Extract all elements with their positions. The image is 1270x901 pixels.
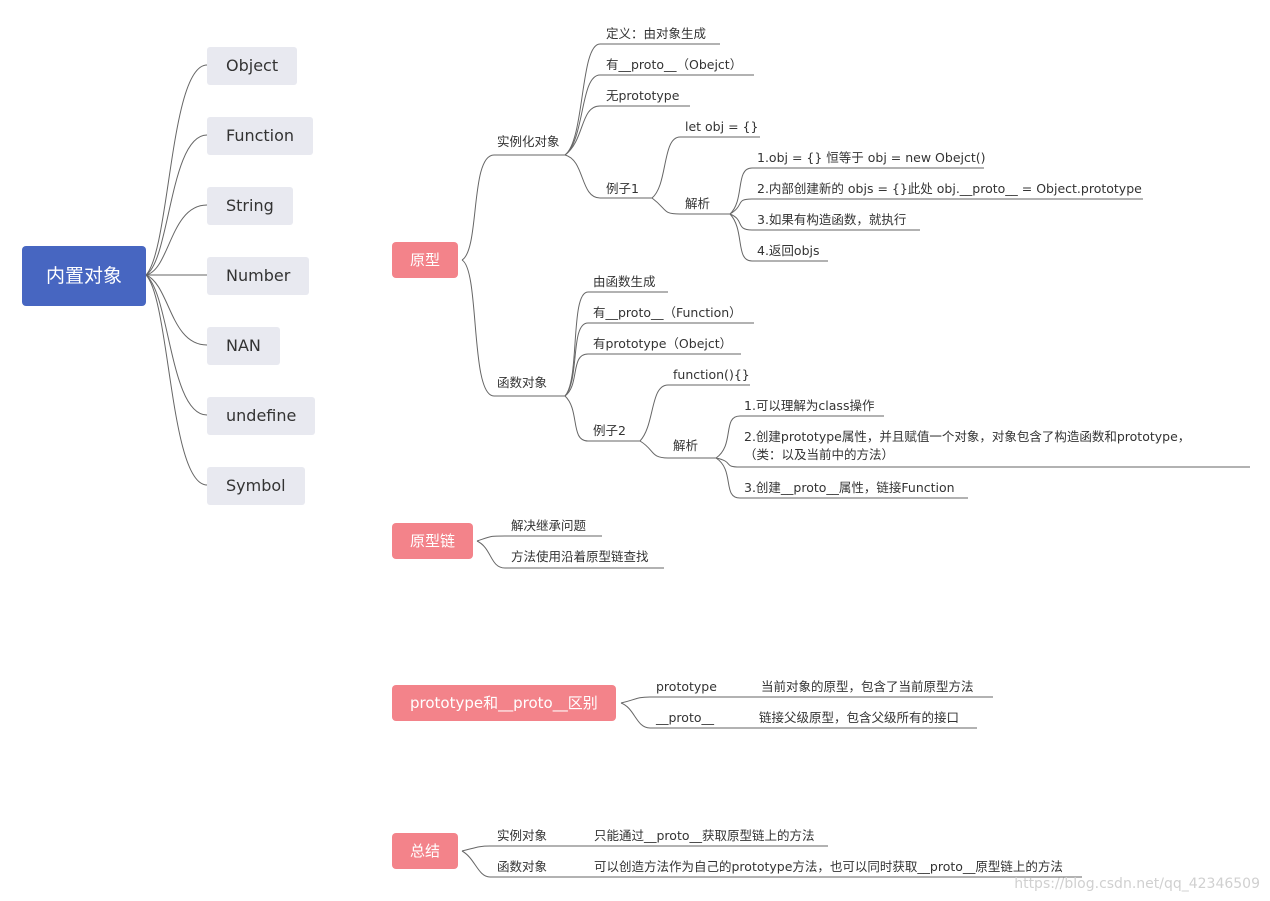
builtin-undefine[interactable]: undefine bbox=[207, 397, 316, 435]
chain-item-lookup[interactable]: 方法使用沿着原型链查找 bbox=[511, 549, 649, 564]
watermark-text: https://blog.csdn.net/qq_42346509 bbox=[1014, 876, 1260, 892]
diff-key-proto[interactable]: __proto__ bbox=[656, 710, 714, 725]
instance-item-no-prototype[interactable]: 无prototype bbox=[606, 88, 680, 103]
root-node[interactable]: 内置对象 bbox=[22, 246, 146, 306]
example1-analysis-3[interactable]: 3.如果有构造函数，就执行 bbox=[757, 212, 907, 227]
example2-analysis-3[interactable]: 3.创建__proto__属性，链接Function bbox=[744, 480, 955, 495]
builtin-object[interactable]: Object bbox=[207, 47, 298, 85]
topic-summary[interactable]: 总结 bbox=[392, 833, 459, 869]
example2-label[interactable]: 例子2 bbox=[593, 423, 626, 438]
function-item-proto[interactable]: 有__proto__（Function） bbox=[593, 305, 742, 320]
example1-label[interactable]: 例子1 bbox=[606, 181, 639, 196]
instance-object-label[interactable]: 实例化对象 bbox=[497, 134, 560, 149]
topic-prototype[interactable]: 原型 bbox=[392, 242, 459, 278]
example2-analysis-1[interactable]: 1.可以理解为class操作 bbox=[744, 398, 875, 413]
builtin-symbol[interactable]: Symbol bbox=[207, 467, 305, 505]
instance-item-proto[interactable]: 有__proto__（Obejct） bbox=[606, 57, 743, 72]
chain-item-inheritance[interactable]: 解决继承问题 bbox=[511, 518, 587, 533]
builtin-function[interactable]: Function bbox=[207, 117, 314, 155]
example2-analysis-2[interactable]: 2.创建prototype属性，并且赋值一个对象，对象包含了构造函数和proto… bbox=[744, 429, 1191, 444]
example1-analysis-label[interactable]: 解析 bbox=[685, 196, 711, 211]
summary-value-function[interactable]: 可以创造方法作为自己的prototype方法，也可以同时获取__proto__原… bbox=[594, 859, 1063, 874]
example1-analysis-4[interactable]: 4.返回objs bbox=[757, 243, 820, 258]
example2-analysis-label[interactable]: 解析 bbox=[673, 438, 699, 453]
function-item-generated[interactable]: 由函数生成 bbox=[593, 274, 656, 289]
topic-difference[interactable]: prototype和__proto__区别 bbox=[392, 685, 616, 721]
diff-value-prototype[interactable]: 当前对象的原型，包含了当前原型方法 bbox=[761, 679, 974, 694]
example2-code[interactable]: function(){} bbox=[673, 367, 750, 382]
summary-value-instance[interactable]: 只能通过__proto__获取原型链上的方法 bbox=[594, 828, 815, 843]
builtin-nan[interactable]: NAN bbox=[207, 327, 280, 365]
diff-value-proto[interactable]: 链接父级原型，包含父级所有的接口 bbox=[759, 710, 960, 725]
example1-analysis-1[interactable]: 1.obj = {} 恒等于 obj = new Obejct() bbox=[757, 150, 986, 165]
function-object-label[interactable]: 函数对象 bbox=[497, 375, 548, 390]
diff-key-prototype[interactable]: prototype bbox=[656, 679, 717, 694]
summary-key-instance[interactable]: 实例对象 bbox=[497, 828, 548, 843]
instance-item-definition[interactable]: 定义：由对象生成 bbox=[606, 26, 707, 41]
example2-analysis-2-cont[interactable]: （类：以及当前中的方法） bbox=[744, 447, 895, 462]
builtin-string[interactable]: String bbox=[207, 187, 293, 225]
topic-prototype-chain[interactable]: 原型链 bbox=[392, 523, 474, 559]
example1-code[interactable]: let obj = {} bbox=[685, 119, 759, 134]
builtin-number[interactable]: Number bbox=[207, 257, 310, 295]
example1-analysis-2[interactable]: 2.内部创建新的 objs = {}此处 obj.__proto__ = Obj… bbox=[757, 181, 1142, 196]
summary-key-function[interactable]: 函数对象 bbox=[497, 859, 548, 874]
function-item-prototype[interactable]: 有prototype（Obejct） bbox=[593, 336, 733, 351]
